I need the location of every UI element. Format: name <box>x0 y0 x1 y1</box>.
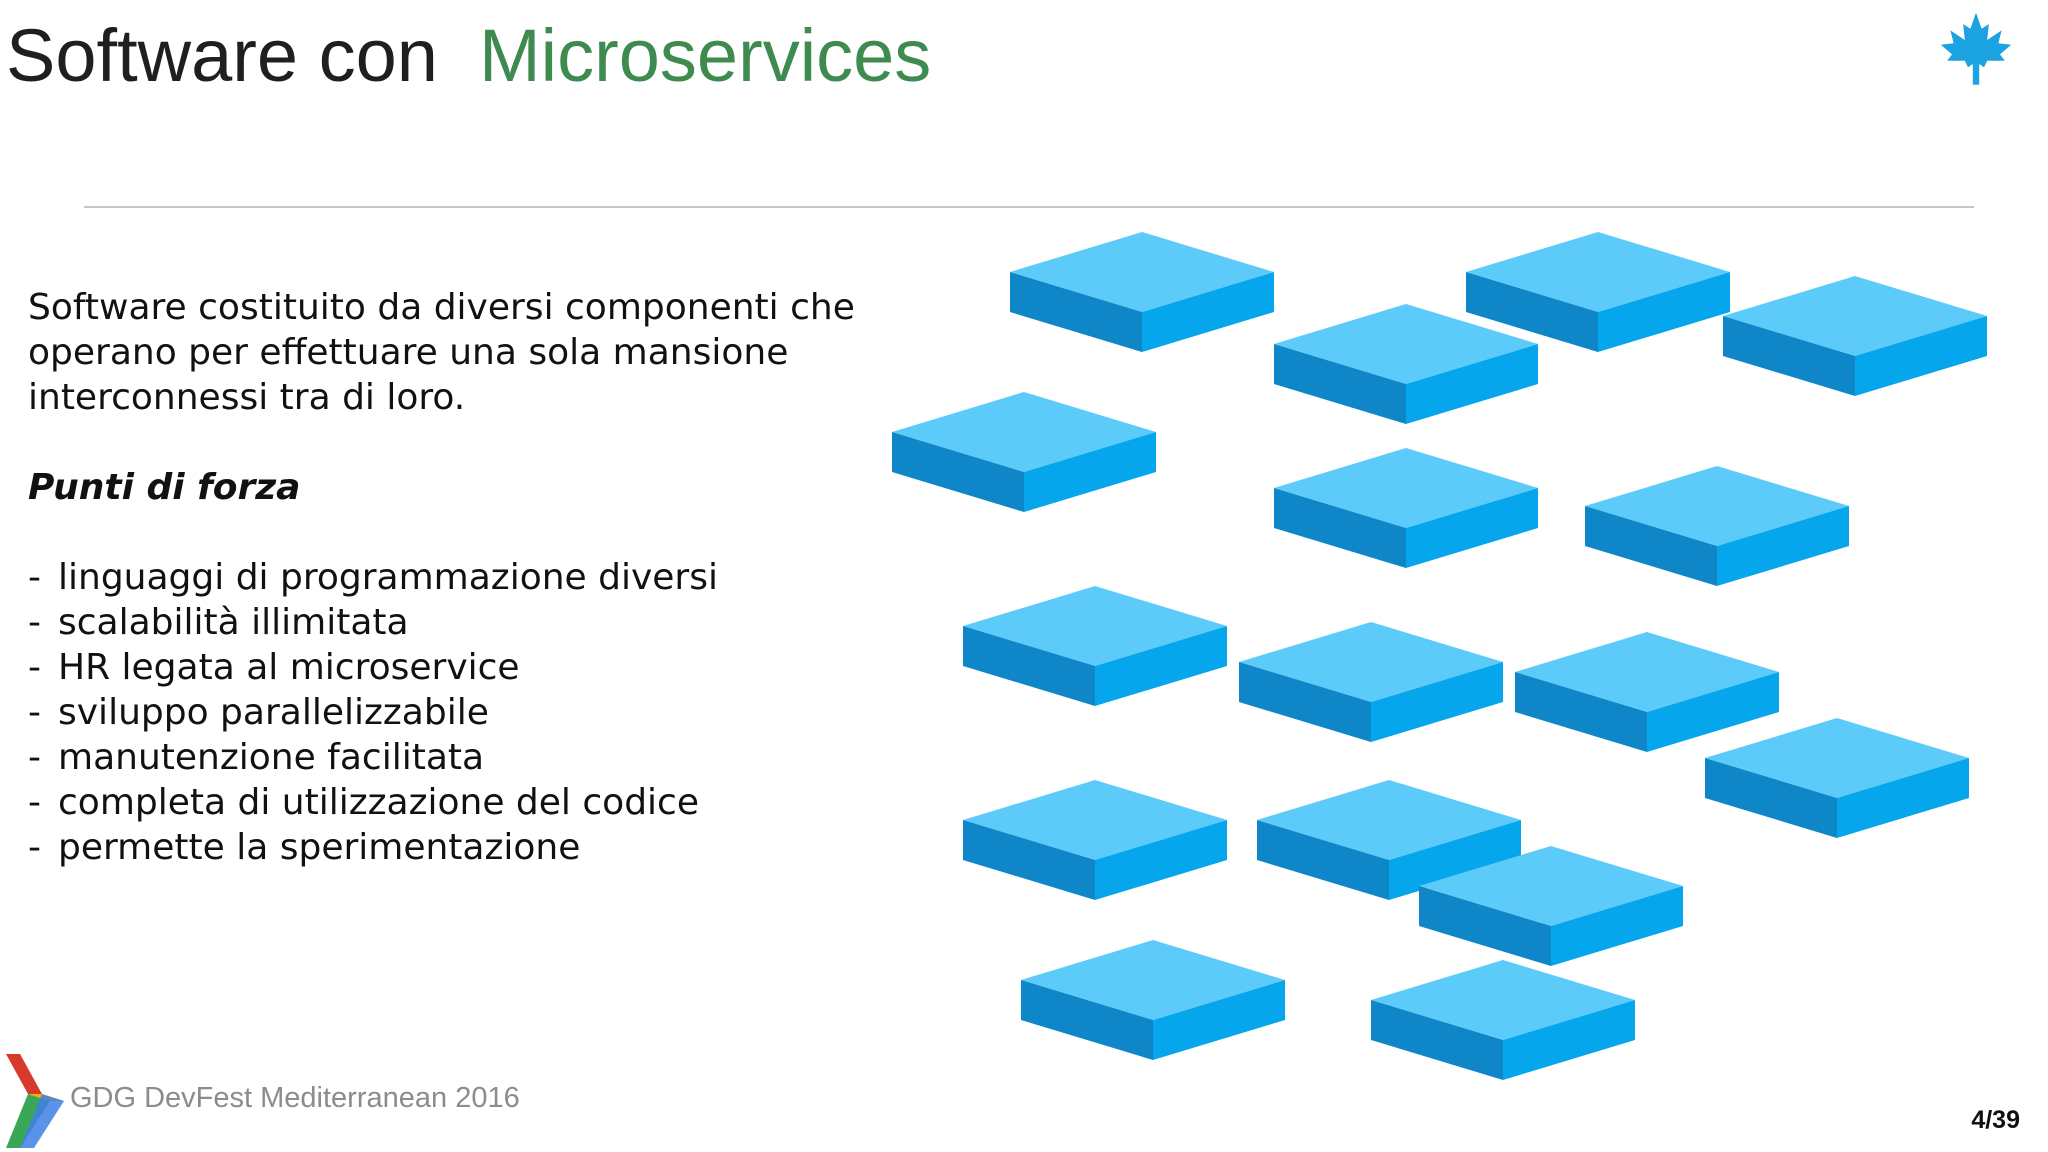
strength-item: -HR legata al microservice <box>28 645 888 690</box>
tile-block <box>1010 232 1274 352</box>
tile-block <box>1274 448 1538 568</box>
bullet-dash: - <box>28 782 41 823</box>
intro-line: interconnessi tra di loro. <box>28 377 466 418</box>
tile-block <box>1371 960 1635 1080</box>
strength-text: linguaggi di programmazione diversi <box>58 557 718 598</box>
intro-line: operano per effettuare una sola mansione <box>28 332 789 373</box>
slide-title: Software con Microservices <box>6 8 931 104</box>
strength-text: permette la sperimentazione <box>58 827 581 868</box>
isometric-tiles-illustration <box>892 232 1987 1080</box>
tile-block <box>1021 940 1285 1060</box>
strength-item: -permette la sperimentazione <box>28 825 888 870</box>
tile-block <box>963 780 1227 900</box>
slide-title-part1: Software con <box>6 14 438 97</box>
tile-block <box>1257 780 1521 900</box>
bullet-dash: - <box>28 737 41 778</box>
strength-text: manutenzione facilitata <box>58 737 485 778</box>
bullet-dash: - <box>28 827 41 868</box>
tile-block <box>1723 276 1987 396</box>
tile-block <box>963 586 1227 706</box>
tile-block <box>1239 622 1503 742</box>
tile-block <box>892 392 1156 512</box>
tile-block <box>1515 632 1779 752</box>
title-divider <box>84 206 1974 208</box>
slide-body: Software costituito da diversi component… <box>28 285 888 870</box>
strength-item: -linguaggi di programmazione diversi <box>28 555 888 600</box>
tile-block <box>1466 232 1730 352</box>
strength-text: completa di utilizzazione del codice <box>58 782 699 823</box>
tile-block <box>1705 718 1969 838</box>
strengths-list: -linguaggi di programmazione diversi -sc… <box>28 555 888 870</box>
bullet-dash: - <box>28 647 41 688</box>
strength-text: sviluppo parallelizzabile <box>58 692 489 733</box>
strength-item: -scalabilità illimitata <box>28 600 888 645</box>
slide-number: 4/39 <box>1971 1106 2020 1134</box>
slide-title-part2: Microservices <box>479 14 932 97</box>
tile-block <box>1585 466 1849 586</box>
intro-paragraph: Software costituito da diversi component… <box>28 285 888 420</box>
strength-item: -completa di utilizzazione del codice <box>28 780 888 825</box>
gdg-chevron-logo-icon <box>6 1054 64 1148</box>
maple-leaf-icon <box>1940 12 2012 85</box>
intro-line: Software costituito da diversi component… <box>28 287 855 328</box>
strength-text: HR legata al microservice <box>58 647 520 688</box>
bullet-dash: - <box>28 557 41 598</box>
strength-item: -sviluppo parallelizzabile <box>28 690 888 735</box>
bullet-dash: - <box>28 602 41 643</box>
footer-event-name: GDG DevFest Mediterranean 2016 <box>70 1082 520 1114</box>
strength-item: -manutenzione facilitata <box>28 735 888 780</box>
strengths-heading: Punti di forza <box>28 467 301 508</box>
tile-block <box>1419 846 1683 966</box>
bullet-dash: - <box>28 692 41 733</box>
strength-text: scalabilità illimitata <box>58 602 409 643</box>
tile-block <box>1274 304 1538 424</box>
